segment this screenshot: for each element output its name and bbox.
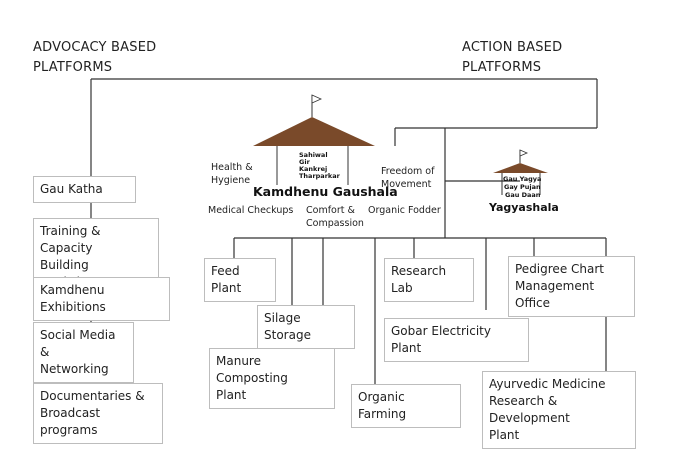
- research-lab-box: Research Lab: [384, 258, 474, 302]
- gobar-electricity-box: Gobar Electricity Plant: [384, 318, 529, 362]
- social-media-box: Social Media & Networking: [33, 322, 134, 383]
- freedom-movement-label: Freedom of Movement: [381, 166, 435, 190]
- organic-fodder-label: Organic Fodder: [368, 205, 441, 216]
- yagya-item-gay-pujan: Gay Pujan: [504, 183, 541, 191]
- yagyashala-shed-icon: [493, 149, 548, 195]
- gaushala-title: Kamdhenu Gaushala: [253, 184, 398, 199]
- breed-sahiwal: Sahiwal: [299, 151, 328, 159]
- breed-gir: Gir: [299, 158, 310, 166]
- breed-kankrej: Kankrej: [299, 165, 328, 173]
- comfort-compassion-label: Comfort & Compassion: [306, 205, 364, 229]
- advocacy-header: ADVOCACY BASED PLATFORMS: [33, 40, 157, 75]
- manure-composting-box: Manure Composting Plant: [209, 348, 335, 409]
- feed-plant-box: Feed Plant: [204, 258, 276, 302]
- yagya-item-gau-yagya: Gau Yagya: [503, 175, 542, 183]
- gau-katha-box: Gau Katha: [33, 176, 136, 203]
- medical-checkups-label: Medical Checkups: [208, 205, 294, 216]
- yagyashala-title: Yagyashala: [489, 201, 559, 214]
- pedigree-chart-box: Pedigree Chart Management Office: [508, 256, 635, 317]
- kamdhenu-exhibitions-box: Kamdhenu Exhibitions: [33, 277, 170, 321]
- health-hygiene-label: Health & Hygiene: [211, 162, 253, 186]
- breed-tharparkar: Tharparkar: [299, 172, 340, 180]
- ayurvedic-medicine-box: Ayurvedic Medicine Research & Developmen…: [482, 371, 636, 449]
- documentaries-box: Documentaries & Broadcast programs: [33, 383, 163, 444]
- organic-farming-box: Organic Farming: [351, 384, 461, 428]
- gaushala-shed-icon: [253, 94, 375, 185]
- silage-storage-box: Silage Storage: [257, 305, 355, 349]
- yagya-item-gau-daan: Gau Daan: [505, 191, 541, 199]
- action-header: ACTION BASED PLATFORMS: [462, 40, 563, 75]
